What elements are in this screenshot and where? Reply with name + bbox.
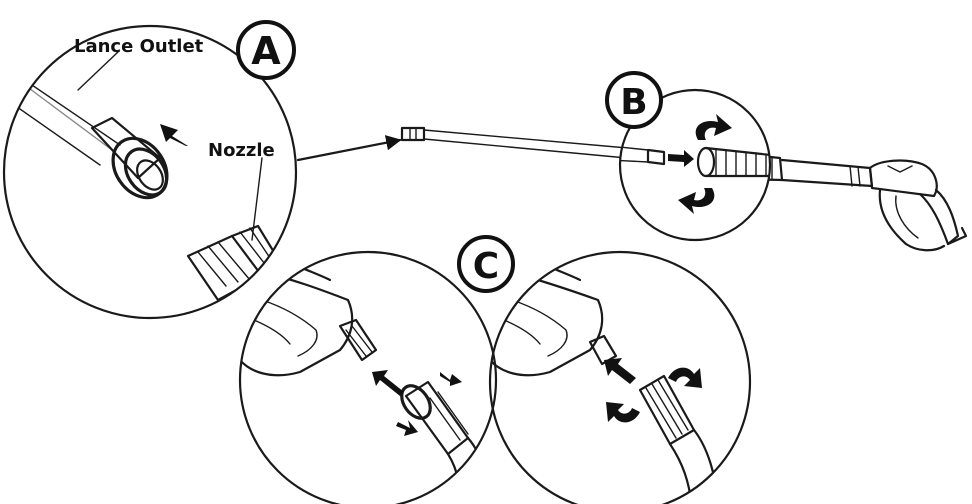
badge-a-letter: A	[251, 29, 281, 73]
rotate-arrow-icon	[668, 367, 702, 388]
rotate-arrow-icon	[606, 402, 640, 423]
pull-arrow-icon	[440, 372, 462, 386]
detail-circle-a	[2, 24, 298, 320]
push-arrow-icon	[160, 124, 188, 146]
push-arrow-icon	[604, 358, 636, 384]
rotate-arrow-icon	[678, 188, 715, 214]
push-arrow-icon	[372, 370, 404, 396]
pull-arrow-icon	[396, 420, 418, 436]
detail-circle-c-left	[238, 250, 498, 504]
badge-a: A	[236, 20, 296, 80]
badge-c: C	[457, 235, 515, 293]
detail-circle-c-right	[488, 250, 752, 504]
push-arrow-icon	[668, 150, 694, 167]
rotate-arrow-icon	[695, 114, 732, 140]
nozzle-label: Nozzle	[208, 140, 275, 161]
badge-c-letter: C	[473, 246, 499, 287]
badge-b-letter: B	[620, 82, 647, 123]
detail-circle-b	[618, 88, 772, 242]
badge-b: B	[605, 71, 663, 129]
spray-gun	[698, 148, 968, 252]
pointer-arrow-icon	[296, 135, 402, 162]
lance-outlet-label: Lance Outlet	[74, 36, 204, 57]
